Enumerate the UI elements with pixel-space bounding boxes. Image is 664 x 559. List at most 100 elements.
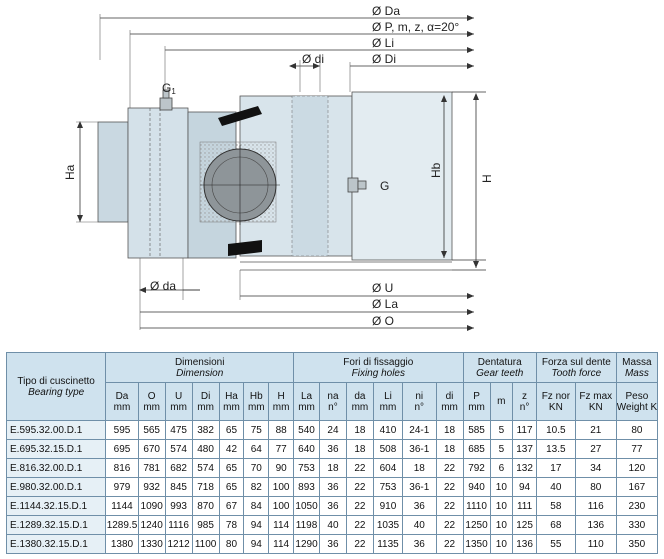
value-cell: 110 bbox=[574, 534, 617, 554]
header-fixing-holes: Fori di fissaggio Fixing holes bbox=[293, 352, 464, 383]
label-di: Ø di bbox=[302, 52, 324, 66]
label-di-inner: Ø Di bbox=[372, 52, 396, 66]
label-li: Ø Li bbox=[372, 36, 394, 50]
column-header: m bbox=[489, 382, 514, 421]
value-cell: 993 bbox=[164, 496, 193, 516]
top-dimension-lines bbox=[100, 15, 474, 69]
value-cell: 36 bbox=[318, 439, 347, 459]
header-mass: Massa Mass bbox=[615, 352, 659, 383]
value-cell: 685 bbox=[462, 439, 491, 459]
value-cell: 540 bbox=[293, 420, 320, 440]
value-cell: 22 bbox=[345, 515, 374, 535]
value-cell: 125 bbox=[512, 515, 537, 535]
value-cell: 80 bbox=[574, 477, 617, 497]
value-cell: 5 bbox=[489, 420, 514, 440]
value-cell: 18 bbox=[345, 420, 374, 440]
value-cell: 94 bbox=[243, 534, 270, 554]
label-da-outer: Ø Da bbox=[372, 4, 400, 18]
value-cell: 17 bbox=[535, 458, 576, 478]
value-cell: 22 bbox=[435, 515, 464, 535]
value-cell: 36 bbox=[318, 534, 347, 554]
value-cell: 68 bbox=[535, 515, 576, 535]
bearing-model-cell: E.980.32.00.D.1 bbox=[5, 477, 107, 497]
value-cell: 84 bbox=[243, 496, 270, 516]
value-cell: 117 bbox=[512, 420, 537, 440]
value-cell: 18 bbox=[318, 458, 347, 478]
value-cell: 132 bbox=[512, 458, 537, 478]
bearing-model-cell: E.1289.32.15.D.1 bbox=[5, 515, 107, 535]
value-cell: 910 bbox=[372, 496, 404, 516]
bearing-model-cell: E.1144.32.15.D.1 bbox=[5, 496, 107, 516]
value-cell: 77 bbox=[615, 439, 659, 459]
label-ha: Ha bbox=[63, 164, 77, 180]
value-cell: 979 bbox=[105, 477, 139, 497]
value-cell: 55 bbox=[535, 534, 576, 554]
value-cell: 595 bbox=[105, 420, 139, 440]
value-cell: 10 bbox=[489, 496, 514, 516]
value-cell: 114 bbox=[268, 515, 295, 535]
value-cell: 94 bbox=[243, 515, 270, 535]
value-cell: 36-1 bbox=[402, 439, 437, 459]
value-cell: 40 bbox=[402, 515, 437, 535]
value-cell: 5 bbox=[489, 439, 514, 459]
value-cell: 36 bbox=[402, 534, 437, 554]
label-g1: G1 bbox=[162, 81, 176, 96]
value-cell: 753 bbox=[372, 477, 404, 497]
value-cell: 18 bbox=[402, 458, 437, 478]
value-cell: 88 bbox=[268, 420, 295, 440]
value-cell: 82 bbox=[243, 477, 270, 497]
header-gear-teeth: Dentatura Gear teeth bbox=[462, 352, 537, 383]
value-cell: 1330 bbox=[137, 534, 166, 554]
label-pitch: Ø P, m, z, α=20° bbox=[372, 20, 459, 34]
value-cell: 42 bbox=[218, 439, 245, 459]
value-cell: 574 bbox=[164, 439, 193, 459]
value-cell: 845 bbox=[164, 477, 193, 497]
value-cell: 70 bbox=[243, 458, 270, 478]
value-cell: 718 bbox=[191, 477, 220, 497]
value-cell: 36 bbox=[402, 496, 437, 516]
value-cell: 22 bbox=[435, 477, 464, 497]
value-cell: 64 bbox=[243, 439, 270, 459]
value-cell: 21 bbox=[574, 420, 617, 440]
ball-raceway bbox=[199, 141, 280, 225]
value-cell: 640 bbox=[293, 439, 320, 459]
value-cell: 932 bbox=[137, 477, 166, 497]
value-cell: 22 bbox=[435, 496, 464, 516]
seals bbox=[218, 106, 262, 256]
bearing-model-cell: E.695.32.15.D.1 bbox=[5, 439, 107, 459]
value-cell: 136 bbox=[574, 515, 617, 535]
value-cell: 585 bbox=[462, 420, 491, 440]
value-cell: 24 bbox=[318, 420, 347, 440]
value-cell: 1090 bbox=[137, 496, 166, 516]
value-cell: 80 bbox=[615, 420, 659, 440]
value-cell: 893 bbox=[293, 477, 320, 497]
bearing-model-cell: E.595.32.00.D.1 bbox=[5, 420, 107, 440]
value-cell: 22 bbox=[345, 458, 374, 478]
value-cell: 792 bbox=[462, 458, 491, 478]
inner-ring bbox=[239, 91, 453, 271]
value-cell: 230 bbox=[615, 496, 659, 516]
value-cell: 508 bbox=[372, 439, 404, 459]
value-cell: 22 bbox=[345, 496, 374, 516]
value-cell: 753 bbox=[293, 458, 320, 478]
value-cell: 65 bbox=[218, 477, 245, 497]
label-da-hole: Ø da bbox=[150, 279, 176, 293]
value-cell: 940 bbox=[462, 477, 491, 497]
value-cell: 1035 bbox=[372, 515, 404, 535]
value-cell: 1290 bbox=[293, 534, 320, 554]
